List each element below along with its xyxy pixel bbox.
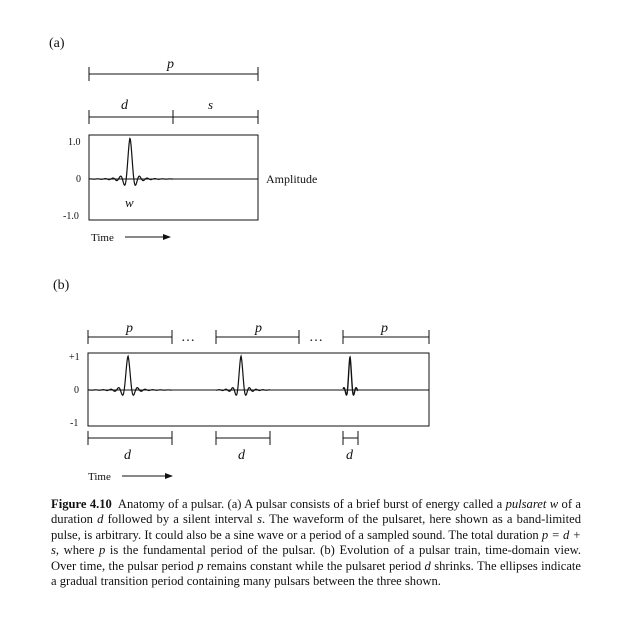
caption-var-p: p [99,543,106,558]
figure-number: Figure 4.10 [51,497,112,511]
figure-caption: Figure 4.10 Anatomy of a pulsar. (a) A pu… [51,497,581,589]
caption-text-5: , where [55,543,100,558]
period-brackets-b [87,330,430,344]
pulsaret-label-a: w [125,195,134,210]
y-tick-b-mid: 0 [74,385,79,396]
caption-var-d: d [97,512,104,527]
silence-label-a: s [208,97,213,112]
duration-label-b-3: d [346,448,354,463]
ellipsis-1: … [181,330,195,345]
pulsaret-waveform-b-3 [342,355,359,396]
caption-text-8: shrinks. The ellipses indicate a gradual… [51,558,581,589]
caption-text-1: Anatomy of a pulsar. (a) A pulsar consis… [117,497,506,511]
caption-text-3: followed by a silent interval [103,512,258,527]
pulsaret-waveform-b-1 [87,354,172,396]
caption-pulsaret-term: pulsaret w [505,497,559,511]
period-bracket-a [88,67,259,81]
caption-text-4: . The waveform of the pulsaret, here sho… [51,512,582,542]
duration-silence-bracket-a [88,110,259,124]
y-tick-a-bottom: -1.0 [63,211,79,222]
period-label-b-1: p [125,321,133,336]
caption-text-7: remains constant while the pulsaret peri… [203,558,425,573]
caption-formula: p = d + s [51,527,581,558]
y-tick-a-mid: 0 [76,174,81,185]
y-tick-a-top: 1.0 [68,137,81,148]
caption-var-d-2: d [424,558,431,573]
caption-var-p-2: p [197,558,204,573]
pulsar-anatomy-figure: (a) p d s 1.0 0 -1.0 w Amplitude Time (b… [49,36,430,483]
duration-brackets-b [87,431,359,445]
caption-var-s: s [257,512,262,527]
pulsaret-waveform-b-2 [215,354,271,396]
time-label-a: Time [91,232,114,244]
ellipsis-2: … [309,330,323,345]
plot-frame-a [88,134,259,221]
y-tick-b-bottom: -1 [70,418,78,429]
duration-label-a: d [121,98,129,113]
period-label-b-3: p [380,321,388,336]
y-tick-b-top: +1 [69,352,80,363]
panel-b-label: (b) [53,278,70,293]
period-label-b-2: p [254,321,262,336]
time-label-b: Time [88,471,111,483]
duration-label-b-2: d [238,448,246,463]
panel-a-label: (a) [49,36,65,51]
duration-label-b-1: d [124,448,132,463]
caption-text-2: of a duration [51,497,581,527]
amplitude-label: Amplitude [266,172,317,186]
period-label-a: p [166,57,174,72]
caption-text-6: is the fundamental period of the pulsar.… [51,543,581,573]
pulsaret-waveform-a [88,137,174,186]
